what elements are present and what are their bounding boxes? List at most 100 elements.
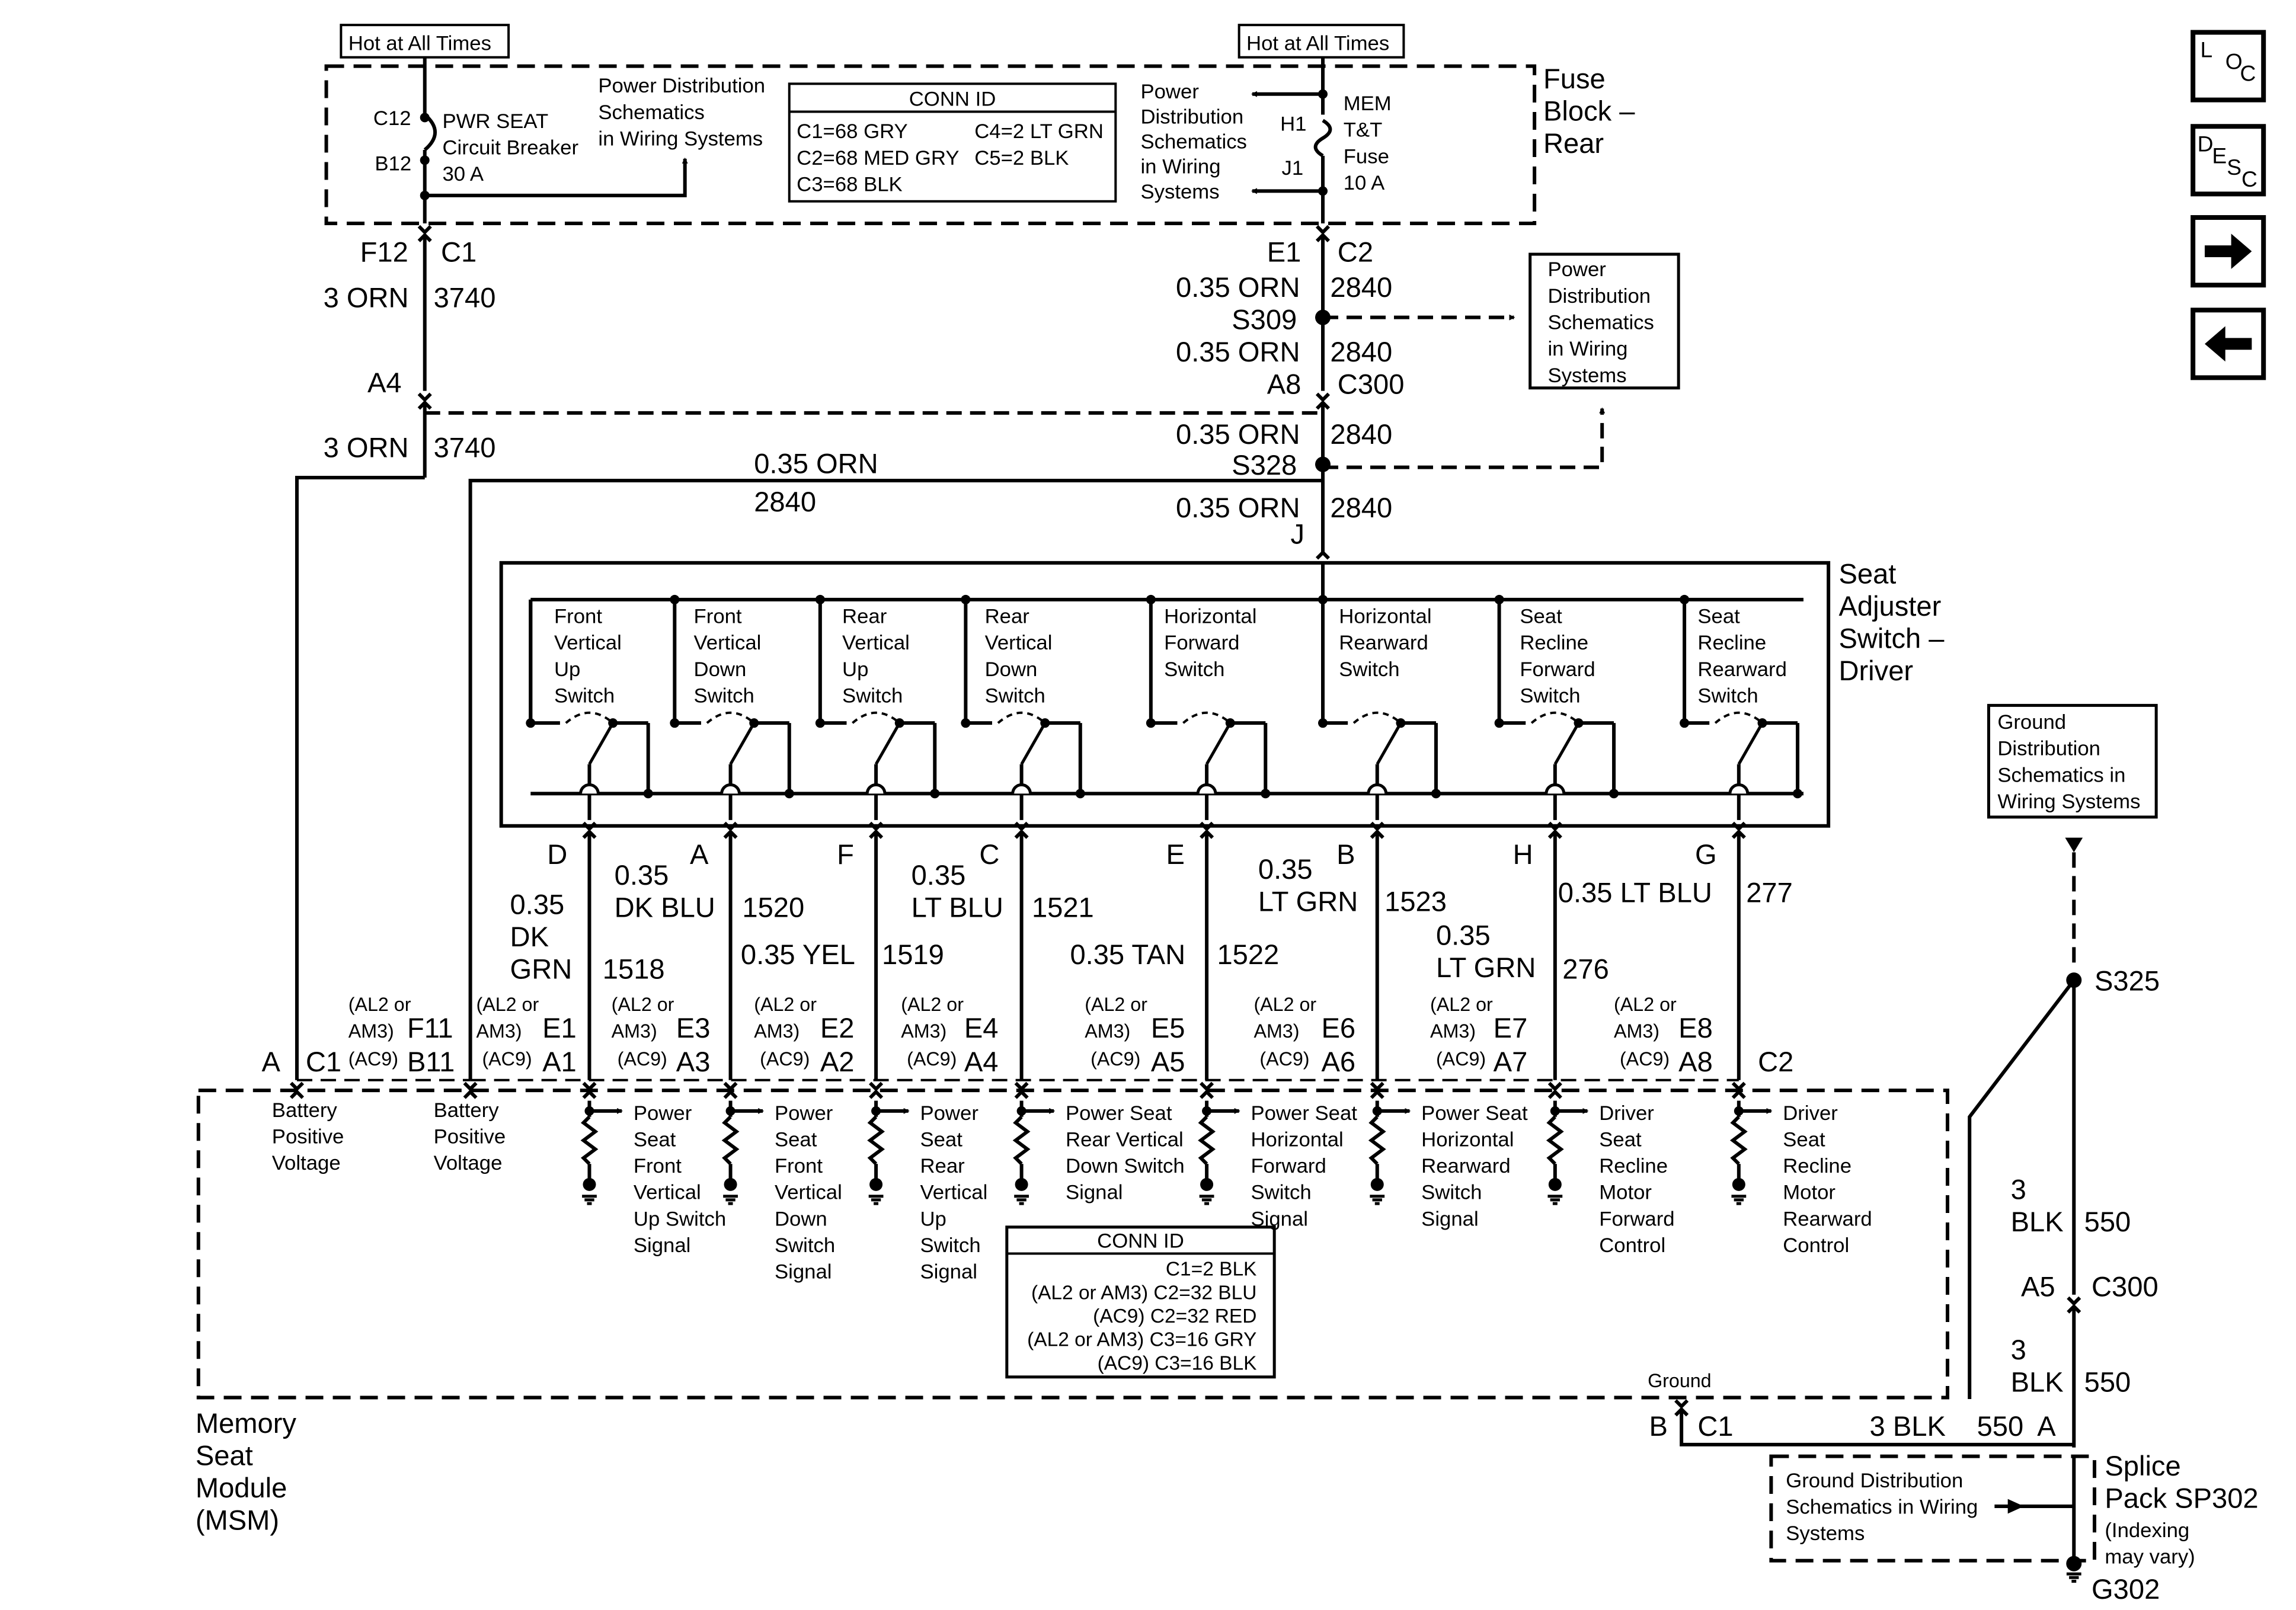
- connector-pin: [1370, 1089, 1384, 1099]
- connector-label: C300: [2092, 1270, 2159, 1302]
- junction-dot: [1261, 789, 1271, 799]
- switch-label: Rearward: [1697, 658, 1787, 681]
- fuse-label: Fuse: [1344, 145, 1389, 168]
- terminal-label: J1: [1282, 157, 1304, 180]
- switch-blade: [729, 722, 756, 765]
- pds-reference-label: in Wiring: [1547, 338, 1627, 360]
- pin-label: E6: [1322, 1012, 1356, 1044]
- pin-label: B: [1649, 1410, 1668, 1442]
- ground-dot: [1370, 1177, 1384, 1191]
- pin-label: E7: [1494, 1012, 1528, 1044]
- option-label: (AC9): [907, 1048, 957, 1070]
- ground-dot: [1732, 1177, 1745, 1191]
- connector-pin: [723, 821, 738, 831]
- signal-label: Motor: [1783, 1182, 1835, 1204]
- prev-button[interactable]: [2191, 308, 2266, 380]
- signal-label: Signal: [775, 1261, 832, 1283]
- wire-color-label: LT GRN: [1258, 886, 1358, 917]
- circuit-number-label: 1521: [1032, 892, 1094, 923]
- hot-at-all-times-label: Hot at All Times: [1246, 32, 1389, 55]
- pds-reference-label: Schematics: [598, 101, 704, 124]
- junction-dot: [1431, 789, 1441, 799]
- switch-linkage: [1714, 711, 1763, 724]
- switch-label: Rear: [842, 606, 887, 628]
- conn-id-row: C4=2 LT GRN: [974, 120, 1104, 143]
- wire-crossover: [720, 783, 741, 794]
- connector-pin: [1547, 1081, 1562, 1092]
- switch-label: Up: [554, 658, 580, 681]
- switch-label: Switch: [1164, 658, 1224, 681]
- circuit-number-label: 1522: [1217, 939, 1279, 970]
- pin-label: E1: [542, 1012, 577, 1044]
- signal-label: Vertical: [920, 1182, 987, 1204]
- connector-pin: [1014, 821, 1029, 831]
- wire-color-label: 3: [2011, 1334, 2026, 1365]
- pds-reference-arrow: [1323, 407, 1606, 469]
- signal-label: Driver: [1783, 1102, 1838, 1125]
- switch-label: Forward: [1520, 658, 1595, 681]
- junction-dot: [1494, 594, 1504, 604]
- junction-dot: [420, 113, 430, 123]
- signal-label: Power: [920, 1102, 978, 1125]
- terminal-label: H1: [1280, 113, 1306, 136]
- signal-label: Down Switch: [1066, 1155, 1185, 1177]
- switch-blade: [1205, 722, 1232, 765]
- signal-label: Vertical: [775, 1182, 842, 1204]
- connector-pin: [1731, 1081, 1746, 1092]
- pds-reference-arrow: [424, 157, 688, 197]
- switch-label: Up: [842, 658, 868, 681]
- conn-id-row: (AC9) C3=16 BLK: [1098, 1352, 1257, 1374]
- pin-label: E3: [676, 1012, 711, 1044]
- wire-color-label: 0.35: [615, 859, 669, 891]
- signal-label: Power: [634, 1102, 692, 1125]
- pds-reference-label: Power: [1547, 258, 1606, 281]
- wire-color-label: 0.35 YEL: [741, 939, 855, 970]
- junction-dot: [643, 789, 653, 799]
- desc-letter: E: [2212, 143, 2227, 168]
- pull-down-resistor: [1546, 1115, 1564, 1166]
- wire-2840-branch: [468, 478, 1323, 1080]
- ground-dot: [1200, 1177, 1214, 1191]
- switch-blade: [1737, 722, 1764, 765]
- pds-reference-label: Schematics: [1140, 130, 1246, 153]
- gds-reference-label: Distribution: [1997, 738, 2100, 760]
- pds-reference-label: Systems: [1140, 181, 1219, 203]
- pin-label: G: [1695, 838, 1717, 870]
- connector-label: C1: [441, 236, 477, 267]
- connector-pin: [1370, 1081, 1384, 1092]
- signal-label: Rear Vertical: [1066, 1128, 1184, 1151]
- gds-reference-label: Ground: [1997, 711, 2066, 734]
- signal-label: Signal: [1421, 1208, 1479, 1230]
- gds-reference-label: Wiring Systems: [1997, 790, 2140, 813]
- signal-label: Forward: [1599, 1208, 1674, 1230]
- pin-label: A: [2037, 1410, 2056, 1442]
- ground-dot: [1548, 1177, 1562, 1191]
- junction-dot: [1075, 789, 1085, 799]
- switch-linkage: [1530, 711, 1579, 724]
- splice-pack-outline: [1769, 1454, 2096, 1563]
- pull-down-resistor: [1729, 1115, 1748, 1166]
- terminal-label: B12: [375, 153, 411, 175]
- signal-label: Rear: [920, 1155, 964, 1177]
- switch-label: Front: [554, 606, 602, 628]
- signal-label: Horizontal: [1251, 1128, 1343, 1151]
- pin-label: B11: [407, 1046, 455, 1077]
- gds-reference-label: Schematics in Wiring: [1786, 1496, 1978, 1518]
- loc-letter: O: [2225, 49, 2243, 74]
- switch-label: Switch: [1697, 684, 1758, 707]
- option-label: AM3): [1253, 1020, 1299, 1042]
- pin-label: E: [1166, 838, 1184, 870]
- junction-dot: [1494, 718, 1504, 728]
- wire-color-label: 3 ORN: [324, 281, 409, 313]
- wire-color-label: 0.35: [1436, 920, 1491, 951]
- switch-linkage: [1352, 711, 1402, 724]
- signal-label: Seat: [1783, 1128, 1825, 1151]
- connector-label: C1: [1697, 1410, 1733, 1442]
- switch-label: Recline: [1697, 632, 1766, 654]
- next-button[interactable]: [2191, 215, 2266, 288]
- seat-adjuster-switch-outline: [499, 561, 1831, 828]
- signal-label: Up Switch: [634, 1208, 726, 1230]
- connector-pin: [582, 821, 597, 831]
